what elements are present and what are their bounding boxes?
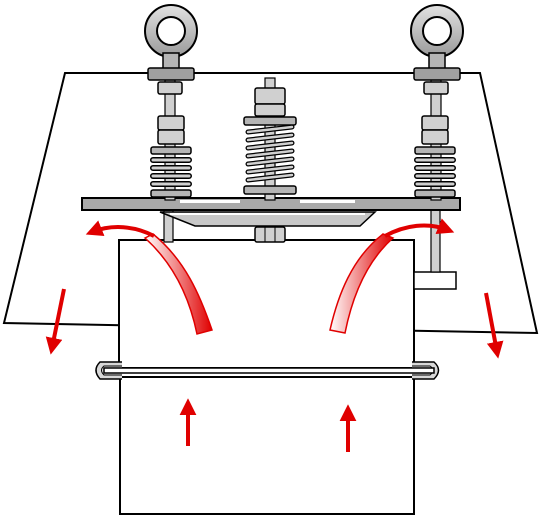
duct-clamp-band	[95, 361, 440, 380]
valve-disc	[159, 211, 377, 227]
exhaust-left	[45, 288, 66, 355]
side-spring-assembly-right	[414, 79, 456, 201]
lifting-eye-bolt-left	[144, 4, 198, 81]
outflow-curve-right	[329, 218, 455, 334]
lower-duct	[119, 376, 415, 515]
center-spring-assembly	[243, 77, 297, 201]
outflow-curve-left	[85, 220, 213, 335]
guide-rod-right	[430, 209, 441, 273]
lifting-eye-bolt-right	[410, 4, 464, 81]
exhaust-right	[484, 292, 504, 359]
center-bottom-nut	[254, 226, 286, 243]
side-stop-bracket	[413, 271, 457, 290]
side-spring-assembly-left	[150, 79, 192, 201]
